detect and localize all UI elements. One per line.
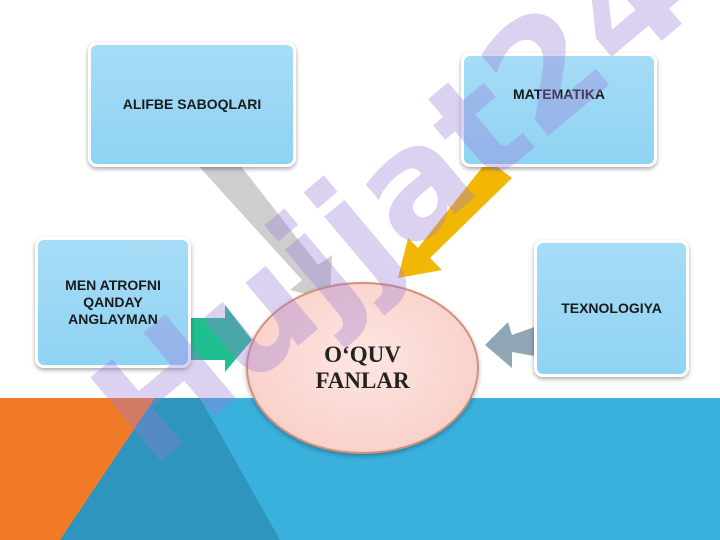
texnologiya-box: TEXNOLOGIYA bbox=[534, 240, 689, 377]
center-ellipse: O‘QUV FANLAR bbox=[246, 282, 479, 454]
arrow-men-to-center bbox=[188, 305, 252, 372]
alifbe-saboqlari-box: ALIFBE SABOQLARI bbox=[88, 42, 296, 167]
bottom-orange-shape bbox=[0, 398, 155, 540]
matematika-box: MATEMATIKA bbox=[461, 53, 657, 167]
alifbe-saboqlari-label: ALIFBE SABOQLARI bbox=[122, 96, 262, 113]
matematika-label: MATEMATIKA bbox=[512, 86, 606, 102]
arrow-matematika-to-center bbox=[398, 160, 512, 278]
men-atrofni-label: MEN ATROFNI QANDAY ANGLAYMAN bbox=[65, 277, 161, 327]
men-atrofni-box: MEN ATROFNI QANDAY ANGLAYMAN bbox=[35, 237, 191, 368]
bottom-teal-shape bbox=[60, 398, 280, 540]
center-label: O‘QUV FANLAR bbox=[315, 341, 410, 393]
texnologiya-label: TEXNOLOGIYA bbox=[561, 300, 662, 317]
arrow-texnologiya-to-center bbox=[485, 322, 540, 368]
